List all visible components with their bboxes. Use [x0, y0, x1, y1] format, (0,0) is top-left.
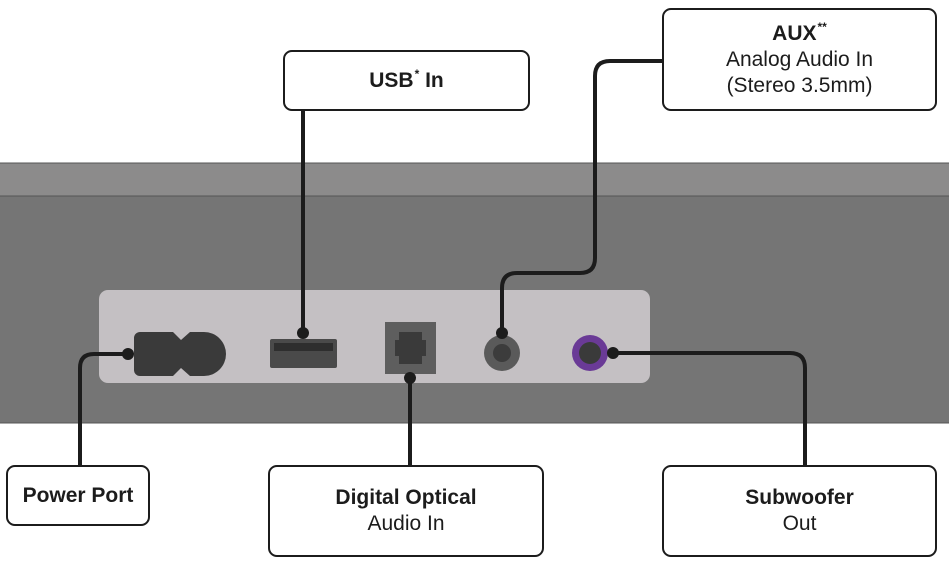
subwoofer-label: Subwoofer — [745, 486, 854, 509]
usb-port-icon — [270, 339, 337, 368]
subwoofer-leader-line — [613, 351, 807, 465]
aux-label: AUX** — [772, 19, 827, 45]
digital-optical-callout: Digital Optical Audio In — [268, 465, 544, 557]
aux-leader-line — [500, 59, 662, 333]
subwoofer-leader-dot — [607, 347, 619, 359]
aux-description: Analog Audio In — [725, 47, 874, 71]
optical-port-icon — [385, 322, 436, 374]
aux-spec: (Stereo 3.5mm) — [726, 73, 873, 97]
port-panel — [99, 290, 650, 383]
aux-jack-icon — [484, 335, 520, 371]
leader-lines — [78, 59, 807, 465]
digital-optical-description: Audio In — [367, 512, 445, 535]
power-leader-dot — [122, 348, 134, 360]
usb-in-label: USB* In — [369, 66, 444, 92]
usb-leader-dot — [297, 327, 309, 339]
usb-in-callout: USB* In — [283, 50, 530, 111]
aux-leader-dot — [496, 327, 508, 339]
device-top-strip — [0, 162, 949, 197]
subwoofer-callout: Subwoofer Out — [662, 465, 937, 557]
power-connector-icon — [134, 332, 226, 376]
power-port-label: Power Port — [22, 483, 134, 507]
power-leader-line — [78, 352, 128, 465]
subwoofer-jack-icon — [572, 335, 608, 371]
power-port-callout: Power Port — [6, 465, 150, 526]
optical-leader-dot — [404, 372, 416, 384]
leader-dots — [122, 327, 619, 384]
digital-optical-label: Digital Optical — [335, 486, 477, 509]
subwoofer-description: Out — [782, 512, 817, 535]
aux-callout: AUX** Analog Audio In (Stereo 3.5mm) — [662, 8, 937, 111]
